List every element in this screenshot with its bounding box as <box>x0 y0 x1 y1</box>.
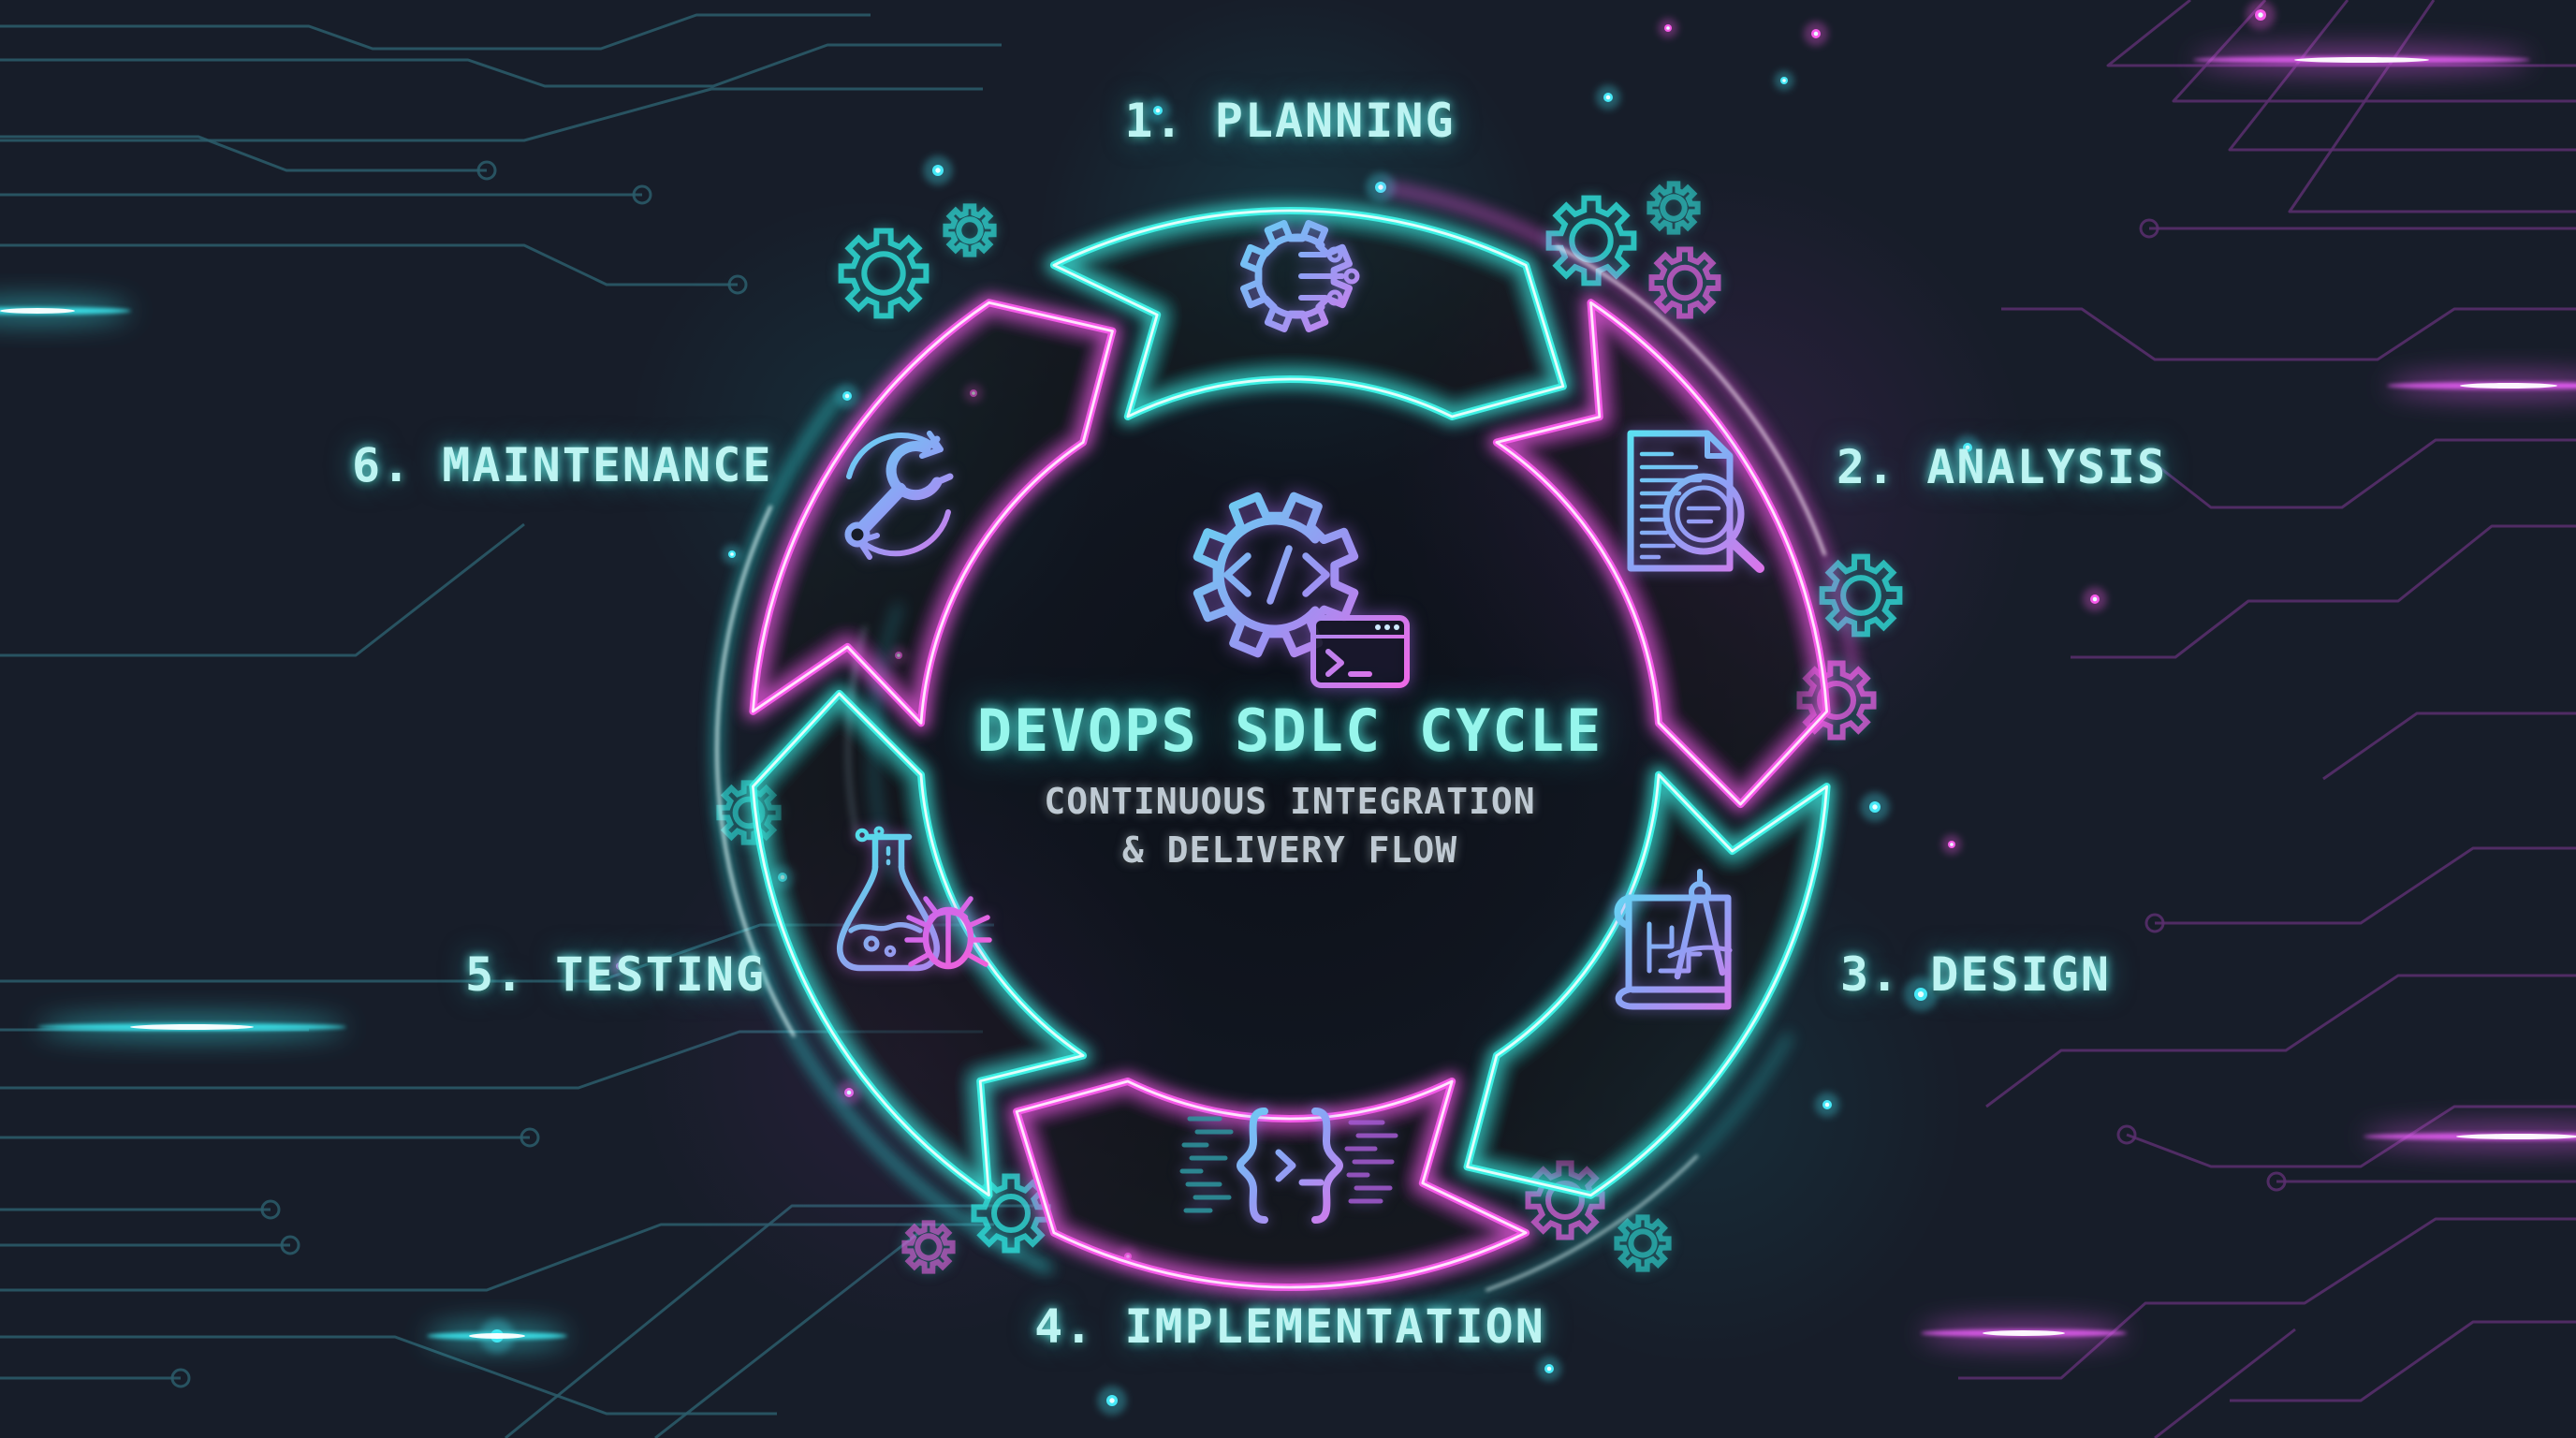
stage-label-maintenance: 6. MAINTENANCE <box>352 438 773 492</box>
stage-label-implementation: 4. IMPLEMENTATION <box>1034 1299 1545 1354</box>
stage-label-design: 3. DESIGN <box>1840 947 2111 1002</box>
diagram-subtitle-line1: CONTINUOUS INTEGRATION <box>1044 781 1536 822</box>
diagram-subtitle-line2: & DELIVERY FLOW <box>1121 829 1458 871</box>
gear-code-terminal-icon <box>1193 492 1410 688</box>
stage-label-planning: 1. PLANNING <box>1124 94 1456 148</box>
light-streak-ring <box>712 183 1862 1320</box>
lens-flares <box>0 47 2576 1349</box>
planning-gear-circuit-icon <box>1240 220 1360 332</box>
maintenance-wrench-sync-icon <box>844 431 954 560</box>
testing-flask-bug-icon <box>837 826 992 972</box>
cycle-arrow-ring <box>744 202 1836 1296</box>
diagram-title: DEVOPS SDLC CYCLE <box>976 697 1603 765</box>
analysis-document-magnifier-icon <box>1627 430 1764 573</box>
stage-label-analysis: 2. ANALYSIS <box>1837 440 2168 494</box>
stage-label-testing: 5. TESTING <box>465 947 767 1002</box>
implementation-code-braces-icon <box>1179 1108 1398 1224</box>
design-blueprint-compass-icon <box>1614 869 1733 1010</box>
